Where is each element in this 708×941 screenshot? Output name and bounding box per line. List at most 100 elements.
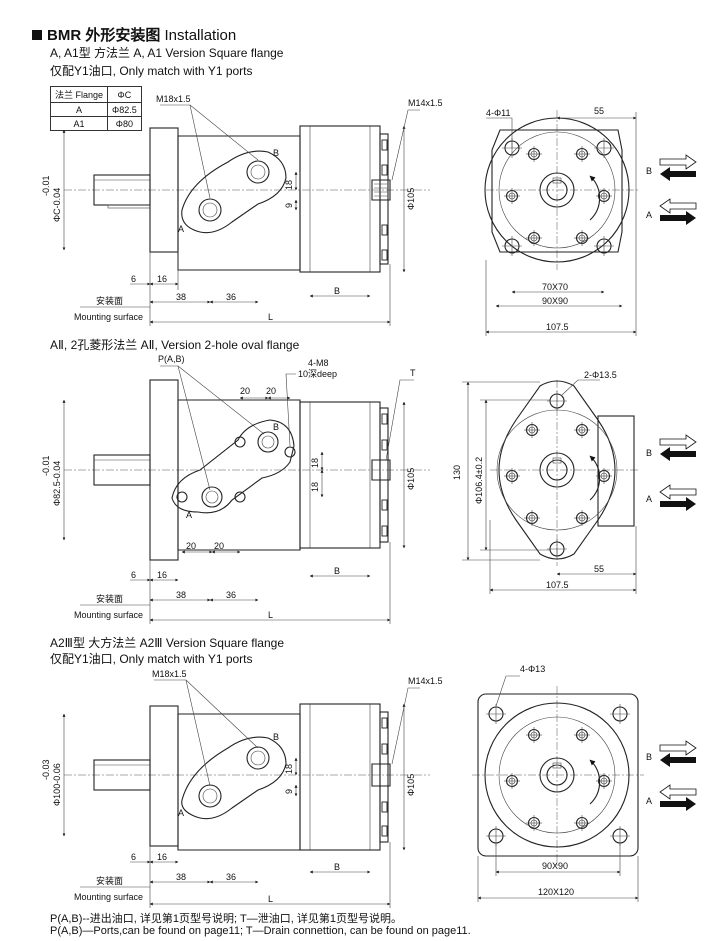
drain-thread-label: M14x1.5 (408, 676, 443, 686)
dim-label: 55 (594, 564, 604, 574)
title-en: Installation (164, 27, 237, 44)
dim-label: 90X90 (542, 296, 568, 306)
dim-label: Φ105 (406, 774, 416, 796)
port-b-label: B (646, 448, 652, 458)
section-c-side-view (62, 679, 430, 908)
port-a-label: A (186, 510, 192, 520)
dim-label: 16 (157, 852, 167, 862)
flange-table: 法兰 Flange ΦC A Φ82.5 A1 Φ80 (49, 86, 142, 131)
dim-label: 16 (157, 274, 167, 284)
section-a-front-view (484, 110, 697, 336)
port-thread-label: M18x1.5 (156, 94, 191, 104)
dim-label: -0.03 (41, 759, 51, 780)
port-a-label: A (178, 808, 184, 818)
holes-label: 4-Φ13 (520, 664, 545, 674)
section-a-side-labels: M18x1.5 M14x1.5 B A 18 9 Φ105 ΦC-0.04 -0… (41, 94, 443, 322)
footer-note-en: P(A,B)—Ports,can be found on page11; T—D… (50, 925, 471, 937)
section-c-front-labels: 4-Φ13 90X90 120X120 B A (520, 664, 652, 897)
dim-label: B (334, 286, 340, 296)
mounting-surface-cn: 安装面 (96, 593, 123, 604)
section-b-front-view (462, 379, 697, 594)
depth-label: 10深deep (298, 369, 337, 379)
dim-label: 9 (284, 789, 294, 794)
dim-label: Φ105 (406, 468, 416, 490)
mounting-surface-en: Mounting surface (74, 892, 143, 902)
section-a-front-labels: 4-Φ11 55 70X70 90X90 107.5 B A (486, 106, 652, 332)
holes-label: 2-Φ13.5 (584, 370, 617, 380)
dim-label: 120X120 (538, 887, 574, 897)
section-b-subtitle: AⅡ, 2孔菱形法兰 AⅡ, Version 2-hole oval flang… (50, 338, 300, 352)
drain-thread-label: M14x1.5 (408, 98, 443, 108)
footer-note-cn: P(A,B)--进出油口, 详见第1页型号说明; T—泄油口, 详见第1页型号说… (50, 913, 403, 925)
dim-label: Φ106.4±0.2 (474, 457, 484, 504)
port-b-label: B (646, 752, 652, 762)
dim-label: 18 (284, 764, 294, 774)
mounting-surface-en: Mounting surface (74, 312, 143, 322)
dim-label: 16 (157, 570, 167, 580)
dim-label: 36 (226, 590, 236, 600)
dim-label: 38 (176, 292, 186, 302)
table-row: A1 Φ80 (49, 116, 142, 131)
dim-label: L (268, 312, 273, 322)
port-b-label: B (273, 732, 279, 742)
port-a-label: A (646, 796, 652, 806)
dim-label: -0.01 (41, 455, 51, 476)
dim-label: 107.5 (546, 322, 569, 332)
dim-label: 20 (266, 386, 276, 396)
dim-label: B (334, 862, 340, 872)
section-c-front-view (472, 675, 697, 902)
section-a-side-view (62, 104, 430, 326)
dim-label: B (334, 566, 340, 576)
dim-label: 18 (310, 482, 320, 492)
dim-label: 6 (131, 274, 136, 284)
section-b-side-view (62, 365, 430, 624)
port-thread-label: M18x1.5 (152, 669, 187, 679)
port-a-label: A (646, 494, 652, 504)
dim-label: L (268, 894, 273, 904)
section-c-ports-note: 仅配Y1油口, Only match with Y1 ports (50, 652, 253, 666)
dim-label: 107.5 (546, 580, 569, 590)
section-c-subtitle: A2Ⅲ型 大方法兰 A2Ⅲ Version Square flange (50, 636, 284, 650)
dim-label: 38 (176, 872, 186, 882)
dim-label: 20 (240, 386, 250, 396)
dim-label: 6 (131, 570, 136, 580)
dim-label: 9 (284, 203, 294, 208)
mounting-surface-cn: 安装面 (96, 875, 123, 886)
dim-label: ΦC-0.04 (52, 188, 62, 222)
thread-label: 4-M8 (308, 358, 329, 368)
dim-label: 130 (452, 465, 462, 480)
section-a-subtitle: A, A1型 方法兰 A, A1 Version Square flange (50, 46, 284, 60)
page-title: BMR 外形安装图 Installation (32, 24, 236, 45)
title-cn: BMR 外形安装图 (47, 27, 161, 44)
port-a-label: A (178, 224, 184, 234)
section-b-front-labels: 2-Φ13.5 130 Φ106.4±0.2 55 107.5 B A (452, 370, 652, 590)
mounting-surface-en: Mounting surface (74, 610, 143, 620)
table-cell: A1 (49, 116, 109, 131)
dim-label: 90X90 (542, 861, 568, 871)
section-b-side-labels: P(A,B) 4-M8 10深deep T 20 20 20 20 18 18 … (41, 354, 416, 620)
section-a-ports-note: 仅配Y1油口, Only match with Y1 ports (50, 64, 253, 78)
port-b-label: B (646, 166, 652, 176)
dim-label: Φ82.5-0.04 (52, 461, 62, 506)
holes-label: 4-Φ11 (486, 108, 511, 118)
title-bullet-icon (32, 30, 42, 40)
dim-label: L (268, 610, 273, 620)
dim-label: 6 (131, 852, 136, 862)
dim-label: Φ100-0.06 (52, 763, 62, 806)
port-a-label: A (646, 210, 652, 220)
table-cell: Φ80 (107, 116, 142, 131)
dim-label: 20 (186, 541, 196, 551)
dim-label: -0.01 (41, 175, 51, 196)
ports-label: P(A,B) (158, 354, 185, 364)
dim-label: Φ105 (406, 188, 416, 210)
dim-label: 36 (226, 292, 236, 302)
drain-label: T (410, 368, 416, 378)
dim-label: 36 (226, 872, 236, 882)
dim-label: 18 (310, 458, 320, 468)
port-b-label: B (273, 422, 279, 432)
dim-label: 18 (284, 180, 294, 190)
mounting-surface-cn: 安装面 (96, 295, 123, 306)
dim-label: 55 (594, 106, 604, 116)
section-c-side-labels: M18x1.5 M14x1.5 B A 18 9 Φ105 Φ100-0.06 … (41, 669, 443, 904)
